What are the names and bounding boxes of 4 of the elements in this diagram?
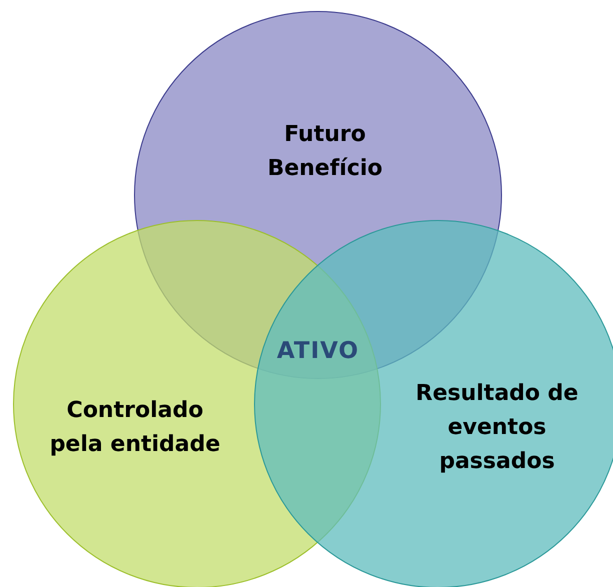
center-label: ATIVO	[276, 338, 360, 364]
circle-label: Controlado pela entidade	[48, 397, 222, 459]
circle-label: Resultado de eventos passados	[414, 380, 580, 476]
circle-label: Futuro Benefício	[266, 121, 384, 183]
